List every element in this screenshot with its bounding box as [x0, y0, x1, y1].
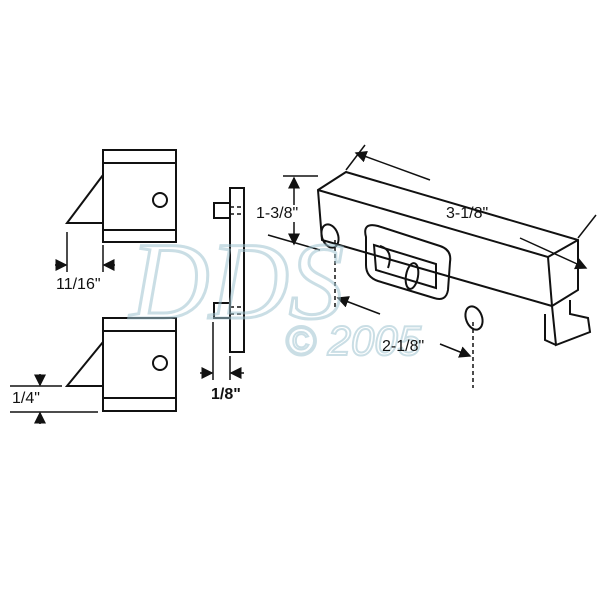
dim-hole-spacing-label: 2-1/8": [382, 338, 425, 355]
dim-width-label: 11/16": [56, 276, 101, 293]
svg-text:© 2005: © 2005: [285, 317, 422, 364]
svg-text:DDS: DDS: [128, 220, 344, 342]
dim-body-length-label: 3-1/8": [446, 205, 489, 222]
bottom-block-view: [10, 317, 177, 424]
strike-body-isometric: [267, 144, 597, 388]
dim-thickness-label: 1/8": [211, 386, 241, 403]
side-view: [200, 187, 245, 380]
dim-height-label: 1/4": [12, 390, 40, 407]
watermark-logo: DDS © 2005: [127, 219, 423, 366]
dim-body-height-label: 1-3/8": [256, 205, 299, 222]
top-block-view: [55, 149, 177, 272]
